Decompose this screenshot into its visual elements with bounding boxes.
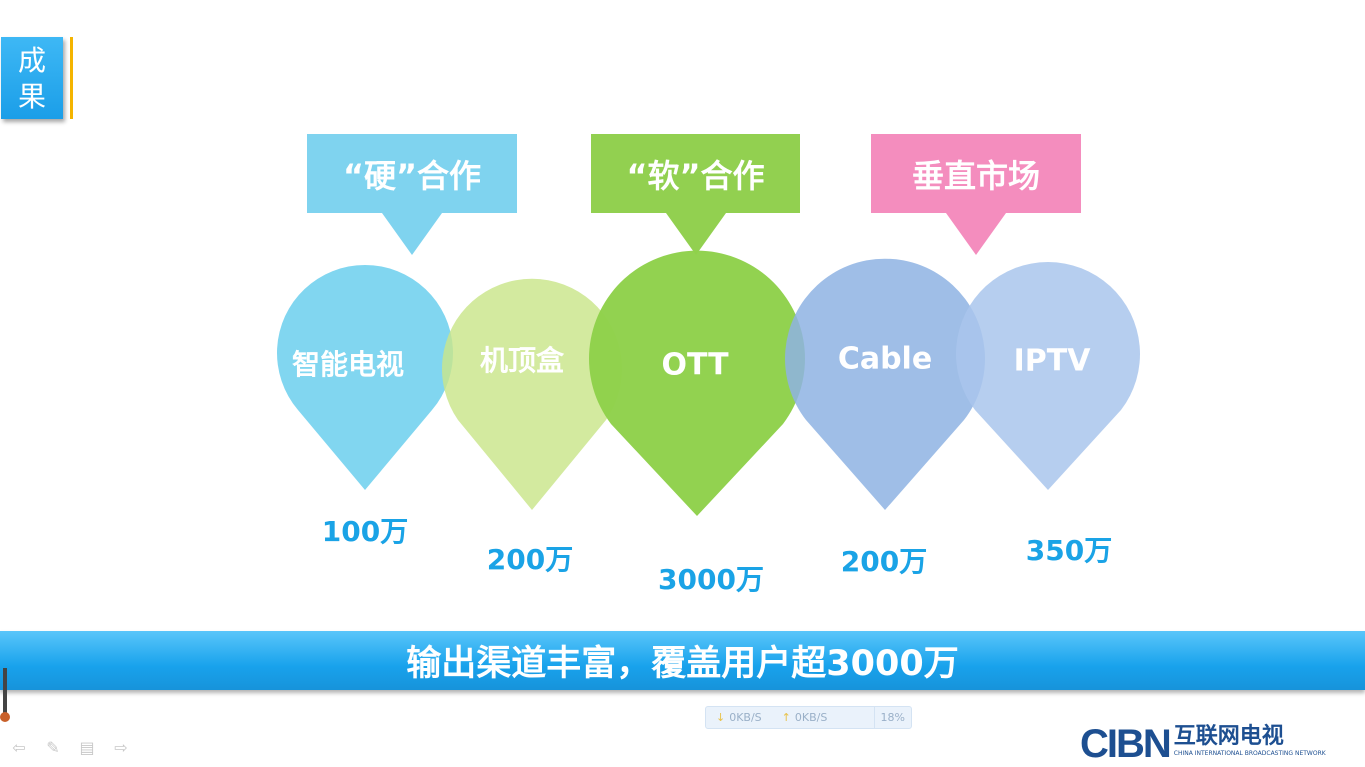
callout-label: 垂直市场 bbox=[911, 156, 1040, 195]
callout-vertical-market: 垂直市场 bbox=[871, 134, 1081, 255]
pen-icon[interactable]: ✎ bbox=[46, 738, 60, 757]
section-tag-accent bbox=[70, 37, 73, 119]
drop-label: 机顶盒 bbox=[480, 344, 565, 377]
summary-banner: 输出渠道丰富，覆盖用户超3000万 bbox=[0, 631, 1365, 690]
summary-banner-text: 输出渠道丰富，覆盖用户超3000万 bbox=[406, 644, 959, 684]
section-tag-line1: 成 bbox=[17, 44, 46, 77]
drop-cable: Cable bbox=[785, 258, 985, 510]
count-smart-tv: 100万 bbox=[321, 515, 409, 548]
download-arrow-icon: ↓ bbox=[716, 711, 726, 724]
volume-slider-handle[interactable] bbox=[0, 712, 10, 722]
logo-mark: CIBN bbox=[1080, 722, 1172, 766]
download-speed-value: 0KB/S bbox=[729, 711, 762, 724]
count-iptv: 350万 bbox=[1025, 534, 1113, 567]
logo-text: 互联网电视 CHINA INTERNATIONAL BROADCASTING N… bbox=[1174, 724, 1326, 758]
usage-percent: 18% bbox=[873, 707, 911, 728]
volume-slider-track[interactable] bbox=[3, 668, 7, 714]
callout-arrow bbox=[382, 213, 442, 255]
drop-label: IPTV bbox=[1014, 344, 1092, 379]
drop-set-top-box: 机顶盒 bbox=[442, 278, 622, 510]
callout-box: 垂直市场 bbox=[871, 134, 1081, 213]
callout-arrow bbox=[665, 213, 726, 255]
cibn-logo: CIBN 互联网电视 CHINA INTERNATIONAL BROADCAST… bbox=[1080, 724, 1326, 764]
menu-icon[interactable]: ▤ bbox=[79, 738, 95, 757]
logo-name: 互联网电视 bbox=[1173, 724, 1284, 749]
drop-iptv: IPTV bbox=[955, 262, 1140, 490]
download-speed: ↓ 0KB/S bbox=[706, 711, 772, 724]
callout-label: “硬”合作 bbox=[342, 156, 482, 195]
drop-label: Cable bbox=[838, 342, 932, 377]
count-set-top-box: 200万 bbox=[486, 543, 574, 576]
callout-hard-cooperation: “硬”合作 bbox=[307, 134, 517, 255]
upload-speed: ↑ 0KB/S bbox=[772, 711, 838, 724]
previous-slide-icon[interactable]: ⇦ bbox=[12, 738, 26, 757]
section-tag: 成 果 bbox=[1, 37, 63, 119]
drop-ott: OTT bbox=[589, 250, 805, 517]
drop-smart-tv: 智能电视 bbox=[277, 264, 454, 490]
upload-speed-value: 0KB/S bbox=[794, 711, 828, 724]
slide-nav-controls: ⇦ ✎ ▤ ⇨ bbox=[8, 738, 132, 757]
drop-label: 智能电视 bbox=[292, 348, 404, 381]
callout-arrow bbox=[946, 213, 1006, 255]
count-cable: 200万 bbox=[840, 545, 928, 578]
callout-soft-cooperation: “软”合作 bbox=[591, 134, 800, 255]
next-slide-icon[interactable]: ⇨ bbox=[114, 738, 128, 757]
callout-label: “软”合作 bbox=[626, 156, 765, 195]
logo-subtitle: CHINA INTERNATIONAL BROADCASTING NETWORK bbox=[1173, 750, 1326, 757]
drop-label: OTT bbox=[661, 348, 729, 383]
upload-arrow-icon: ↑ bbox=[781, 711, 791, 724]
callout-box: “硬”合作 bbox=[307, 134, 517, 213]
network-speed-widget[interactable]: ↓ 0KB/S ↑ 0KB/S 18% bbox=[705, 706, 912, 729]
section-tag-line2: 果 bbox=[17, 80, 46, 113]
callout-box: “软”合作 bbox=[591, 134, 800, 213]
count-ott: 3000万 bbox=[658, 563, 764, 596]
